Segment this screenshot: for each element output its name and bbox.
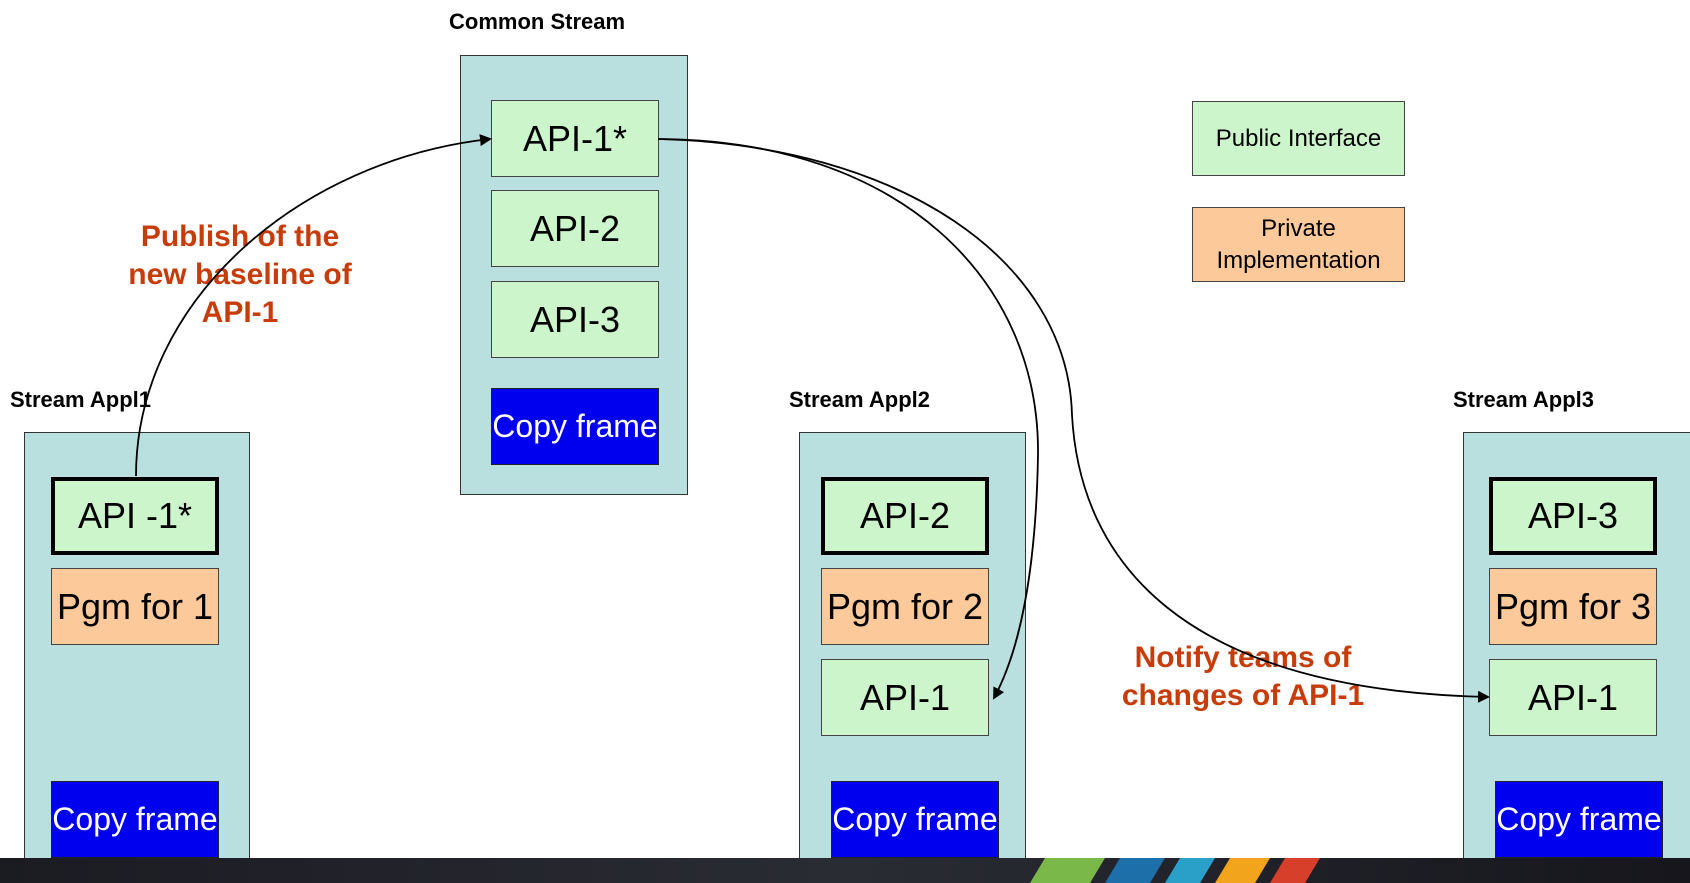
legend-private-label-line1: Private <box>1261 214 1336 242</box>
appl2-api-1-ref-block[interactable]: API-1 <box>821 659 989 736</box>
appl3-stream-title: Stream Appl3 <box>1453 387 1595 412</box>
appl3-copy-frame-block[interactable]: Copy frame <box>1495 781 1663 858</box>
appl3-api-block[interactable]: API-3 <box>1489 477 1657 555</box>
appl1-pgm-block[interactable]: Pgm for 1 <box>51 568 219 645</box>
publish-annotation-line1: Publish of the <box>140 220 340 253</box>
appl1-copy-frame-block[interactable]: Copy frame <box>51 781 219 858</box>
appl2-stream-title: Stream Appl2 <box>789 387 931 412</box>
appl2-copy-frame-block[interactable]: Copy frame <box>831 781 999 858</box>
appl2-pgm-block[interactable]: Pgm for 2 <box>821 568 989 645</box>
notify-annotation-line1: Notify teams of <box>1134 641 1352 674</box>
legend-public-interface: Public Interface <box>1192 101 1405 176</box>
common-stream-box: API-1* API-2 API-3 Copy frame <box>460 55 688 495</box>
notify-annotation-line2: changes of API-1 <box>1121 679 1365 712</box>
footer-graphic <box>0 858 1690 883</box>
legend-private-label-line2: Implementation <box>1216 246 1381 274</box>
notify-annotation: Notify teams of changes of API-1 <box>1098 639 1388 715</box>
common-copy-frame-block[interactable]: Copy frame <box>491 388 659 465</box>
common-api-2-block[interactable]: API-2 <box>491 190 659 267</box>
appl3-api-1-ref-block[interactable]: API-1 <box>1489 659 1657 736</box>
appl2-api-block[interactable]: API-2 <box>821 477 989 555</box>
publish-annotation: Publish of the new baseline of API-1 <box>108 218 372 332</box>
appl1-stream-title: Stream Appl1 <box>10 387 152 412</box>
appl1-api-block[interactable]: API -1* <box>51 477 219 555</box>
appl3-stream-box: API-3 Pgm for 3 API-1 Copy frame <box>1463 432 1690 883</box>
footer-band <box>0 858 1690 883</box>
common-stream-title: Common Stream <box>449 9 626 34</box>
appl2-stream-box: API-2 Pgm for 2 API-1 Copy frame <box>799 432 1026 883</box>
legend-private-implementation: Private Implementation <box>1192 207 1405 282</box>
publish-annotation-line2: new baseline of <box>128 258 352 291</box>
publish-annotation-line3: API-1 <box>201 296 279 329</box>
common-api-3-block[interactable]: API-3 <box>491 281 659 358</box>
legend-public-label: Public Interface <box>1215 124 1382 152</box>
common-api-1-block[interactable]: API-1* <box>491 100 659 177</box>
appl1-stream-box: API -1* Pgm for 1 Copy frame <box>24 432 250 883</box>
appl3-pgm-block[interactable]: Pgm for 3 <box>1489 568 1657 645</box>
